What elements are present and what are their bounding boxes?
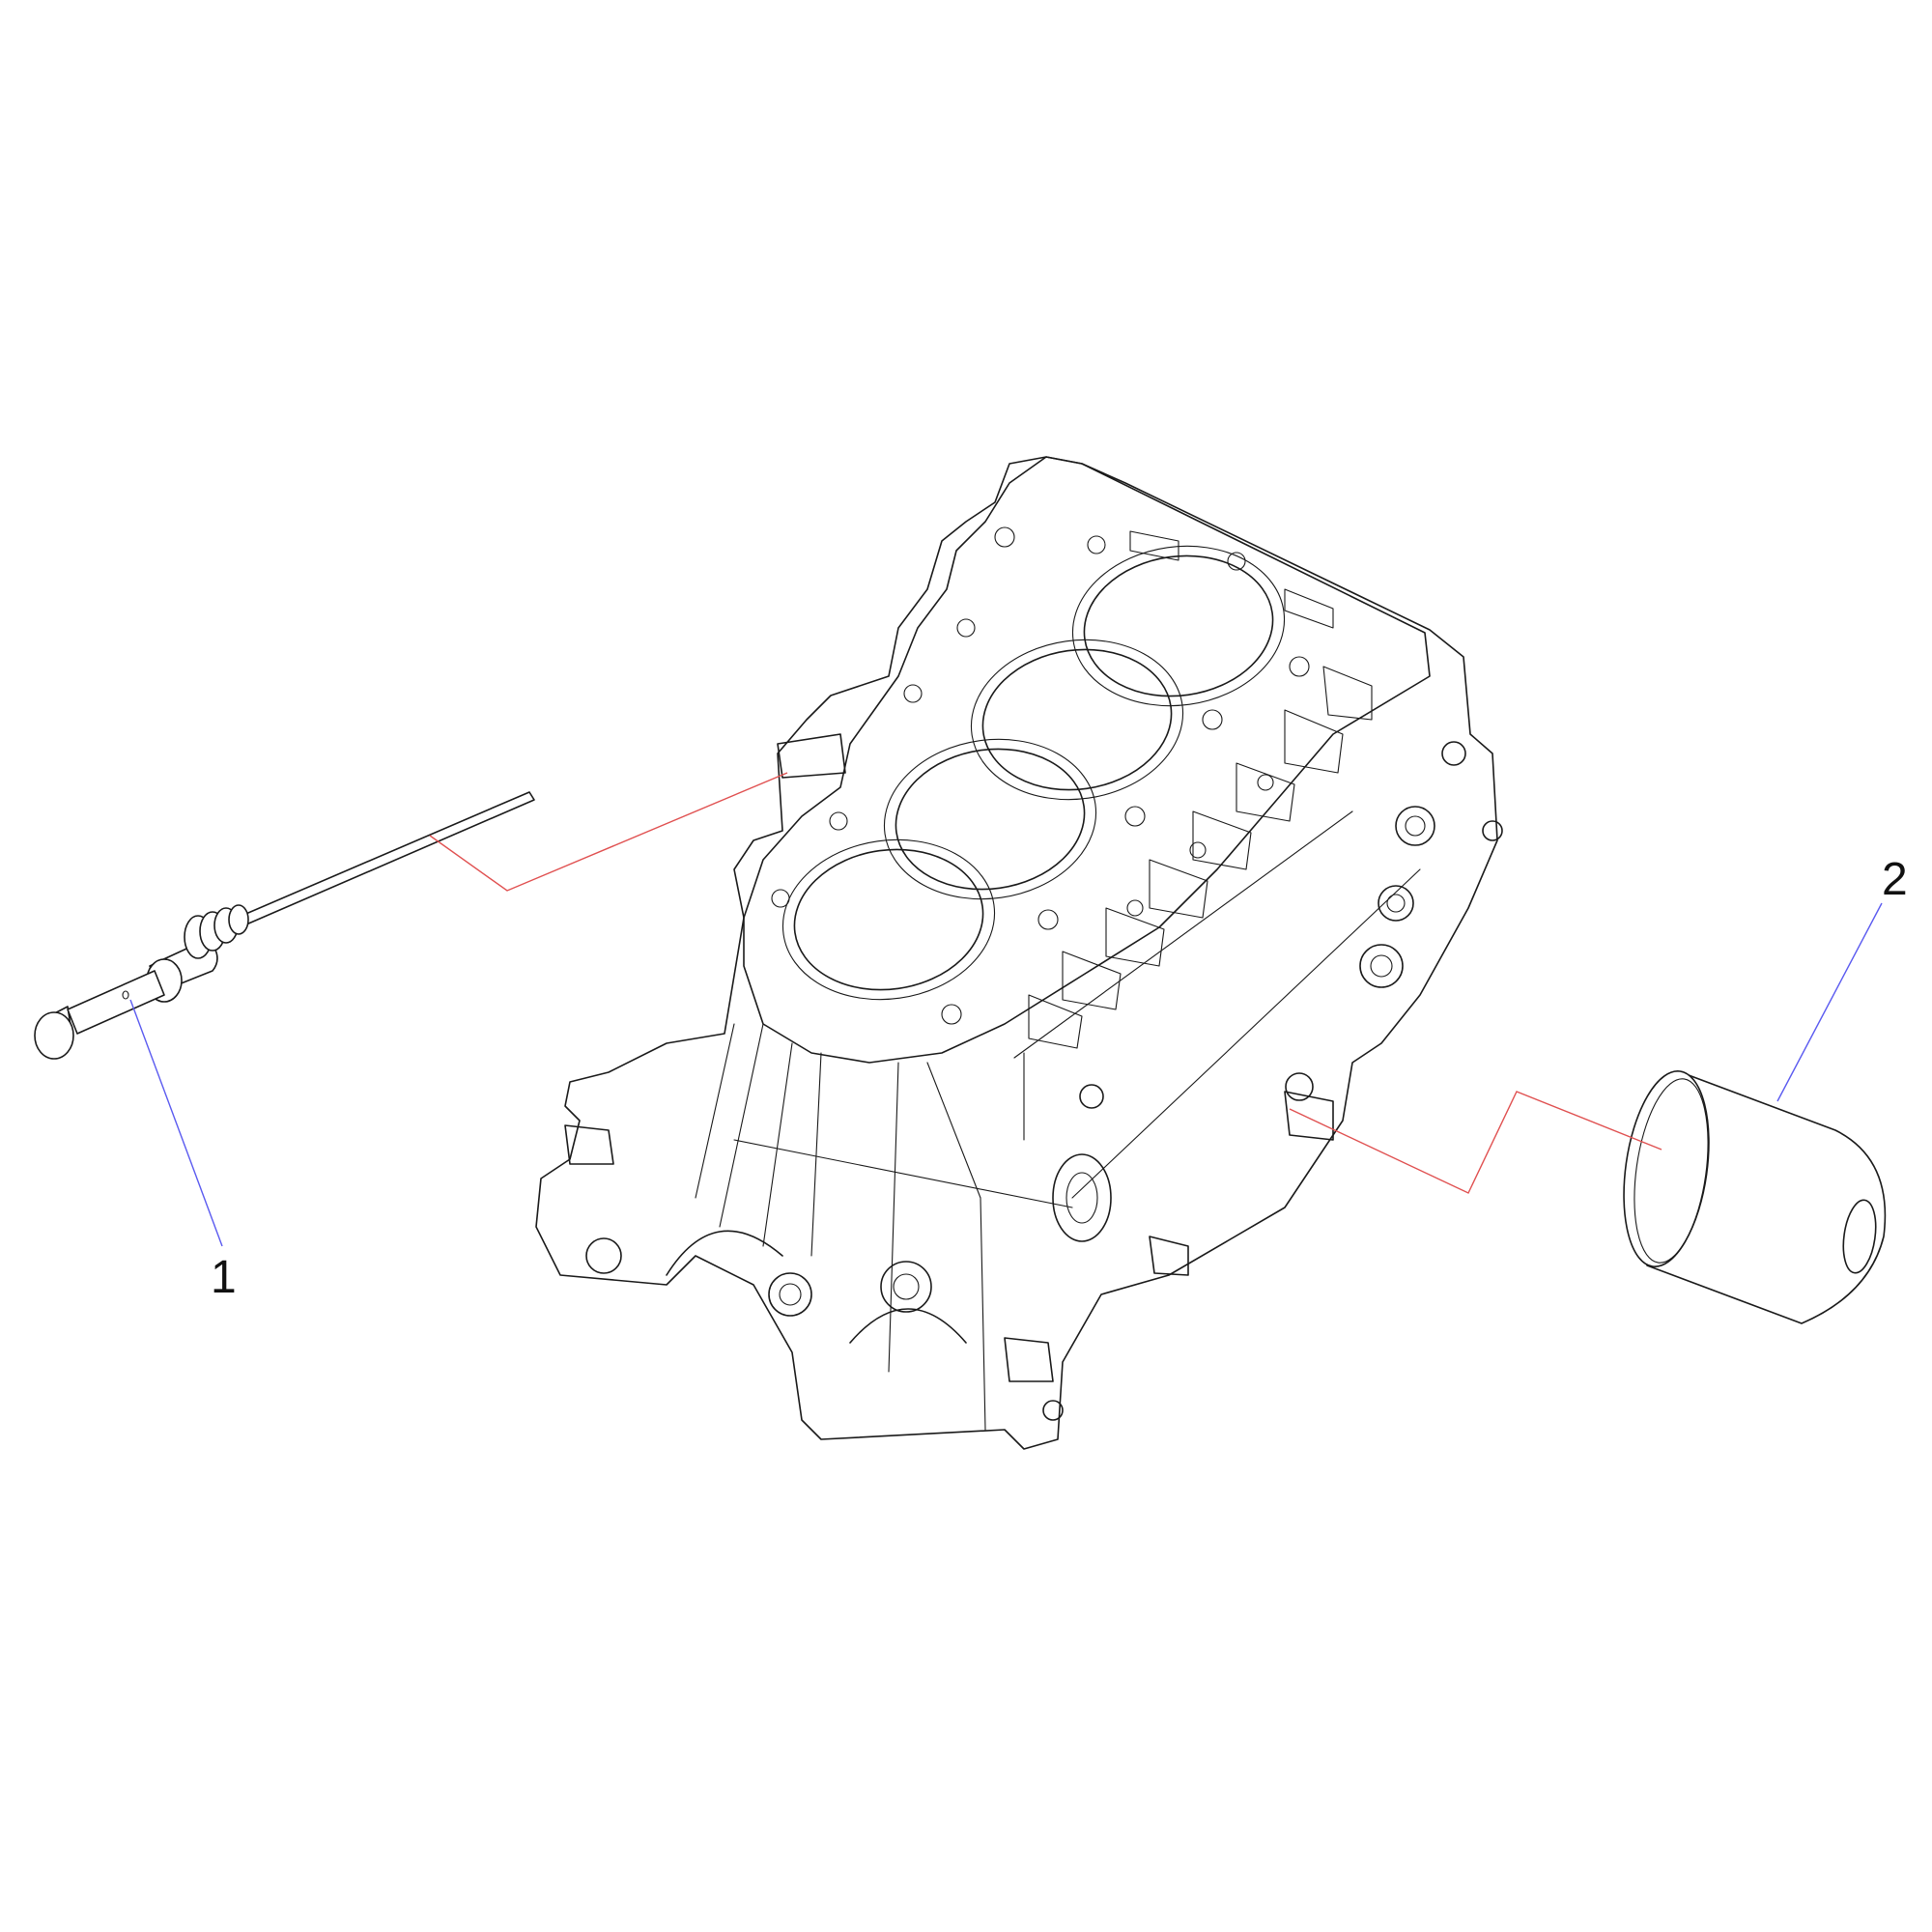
cylinder-bore-2 (970, 639, 1184, 801)
dipstick (34, 791, 535, 1060)
oil-filter (1623, 1070, 1887, 1324)
dipstick-grip-rings (184, 904, 249, 959)
callout-number-1: 1 (211, 1252, 237, 1303)
leader-line-1 (129, 999, 223, 1247)
head-bolt-holes (771, 526, 1310, 1025)
engine-block (535, 456, 1503, 1450)
assembly-line-dipstick (429, 772, 788, 892)
assembly-line-filter (1289, 1091, 1662, 1194)
leader-line-2 (1776, 902, 1883, 1102)
coolant-passages (1028, 530, 1373, 1049)
cylinder-bore-3 (883, 738, 1097, 900)
callout-number-2: 2 (1882, 854, 1908, 905)
cylinder-bore-4 (781, 838, 996, 1001)
